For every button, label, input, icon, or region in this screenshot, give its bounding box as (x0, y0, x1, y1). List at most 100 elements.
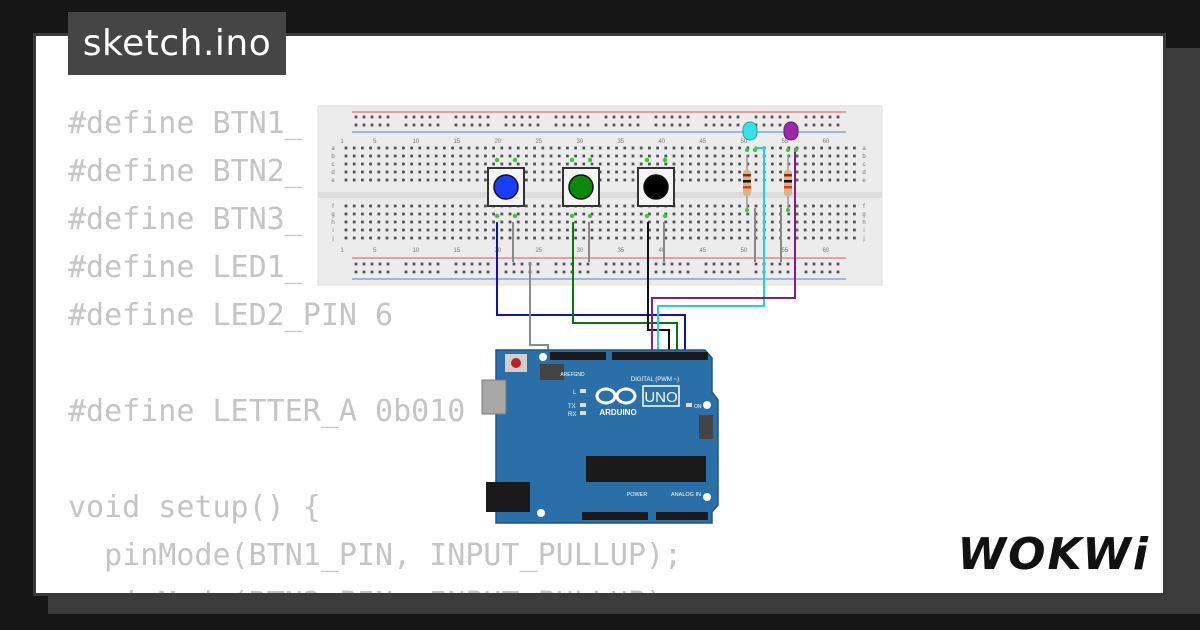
breadboard-column-label: 45 (699, 139, 706, 145)
led-led1[interactable] (742, 121, 758, 152)
arduino-wordmark: ARDUINO (599, 408, 636, 417)
arduino-uno-board[interactable]: UNO ARDUINO DIGITAL (PWM ~) POWER ANALOG… (481, 349, 719, 524)
breadboard-row-label: e (331, 178, 335, 184)
arduino-logo-icon (595, 387, 637, 405)
breadboard-column-label: 15 (453, 248, 460, 254)
usb-port (481, 379, 507, 415)
analog-in-label: ANALOG IN (671, 492, 701, 498)
button-cap-black[interactable] (643, 174, 669, 200)
pushbutton-btn3[interactable] (637, 157, 675, 219)
breadboard-row-label: c (332, 162, 335, 168)
led-on-indicator (686, 403, 692, 407)
tx-label: TX (568, 404, 576, 410)
breadboard-row-label: h (862, 220, 865, 226)
code-line: #define LED2_PIN 6 (68, 298, 394, 333)
breadboard-column-label: 55 (781, 139, 788, 145)
icsp-header-2 (699, 415, 713, 439)
wire-green (572, 222, 678, 355)
resistor-led1 (743, 155, 751, 212)
reset-button[interactable] (511, 358, 521, 368)
code-line: #define LETTER_A 0b010 (68, 394, 466, 429)
breadboard-row-label: f (863, 204, 865, 210)
gnd-label: GND (573, 372, 585, 378)
wire-blue (496, 222, 686, 355)
uno-badge (642, 385, 680, 407)
breadboard-column-label: 20 (494, 248, 501, 254)
breadboard-column-label: 1 (340, 248, 344, 254)
led-l-indicator (580, 389, 586, 393)
header-digital-high (550, 352, 606, 360)
button-cap-blue[interactable] (493, 174, 519, 200)
power-label: POWER (627, 492, 648, 498)
code-line: #define BTN2_ (68, 154, 303, 189)
breadboard-column-label: 40 (658, 139, 665, 145)
led-led2[interactable] (783, 121, 799, 152)
power-jack (486, 482, 530, 512)
wires (496, 147, 796, 355)
breadboard-column-label: 25 (535, 139, 542, 145)
icsp-header (540, 364, 564, 380)
code-line: pinMode(BTN1_PIN, INPUT_PULLUP); (68, 538, 683, 573)
breadboard-row-label: a (862, 146, 866, 152)
button-cap-green[interactable] (568, 174, 594, 200)
breadboard-column-label: 5 (373, 139, 377, 145)
breadboard-column-label: 60 (822, 139, 829, 145)
breadboard-column-label: 45 (699, 248, 706, 254)
breadboard-column-label: 35 (617, 248, 624, 254)
pushbutton-btn1[interactable] (487, 157, 525, 219)
mount-hole (537, 509, 545, 517)
resistor-led2 (784, 155, 792, 212)
code-line: pinMode(BTN2_PIN, INPUT_PULLUP); (68, 580, 682, 593)
uno-label: UNO (644, 389, 677, 406)
pushbutton-btn2[interactable] (562, 157, 600, 219)
code-line: void setup() { (68, 490, 321, 525)
breadboard-column-label: 55 (781, 248, 788, 254)
breadboard-row-label: b (331, 154, 335, 160)
breadboard-row-label: g (862, 212, 865, 218)
code-preview: #define BTN1_ #define BTN2_ #define BTN3_ #… (68, 100, 682, 593)
mount-hole (703, 401, 711, 409)
on-label: ON (694, 404, 702, 410)
breadboard-column-label: 35 (617, 139, 624, 145)
breadboard-column-label: 10 (412, 139, 419, 145)
breadboard-row-label: i (863, 228, 864, 234)
breadboard-column-label: 50 (740, 248, 747, 254)
wokwi-logo: WOKWi (957, 529, 1150, 580)
breadboard-row-label: h (331, 220, 334, 226)
breadboard-row-label: d (862, 170, 865, 176)
breadboard-row-label: a (331, 146, 335, 152)
wire-cyan (657, 147, 765, 355)
breadboard-row-label: d (331, 170, 334, 176)
breadboard-column-label: 60 (822, 248, 829, 254)
breadboard-column-label: 10 (412, 248, 419, 254)
mount-hole (703, 493, 711, 501)
wire-purple (651, 148, 796, 355)
breadboard-row-label: b (862, 154, 866, 160)
digital-label: DIGITAL (PWM ~) (631, 377, 679, 383)
l-label: L (573, 390, 577, 396)
breadboard-column-label: 50 (740, 139, 747, 145)
code-line: #define BTN1_ (68, 106, 303, 141)
header-analog (656, 512, 708, 520)
breadboard-column-label: 20 (494, 139, 501, 145)
header-power (582, 512, 648, 520)
breadboard-row-label: g (331, 212, 334, 218)
rx-label: RX (568, 412, 576, 418)
breadboard-row-label: j (862, 236, 864, 242)
header-digital-low (612, 352, 708, 360)
breadboard-column-label: 25 (535, 248, 542, 254)
breadboard-column-label: 15 (453, 139, 460, 145)
led-rx-indicator (580, 411, 586, 415)
code-line: #define BTN3_ (68, 202, 303, 237)
breadboard-row-label: i (332, 228, 333, 234)
breadboard-column-label: 30 (576, 248, 583, 254)
code-viewport: #define BTN1_ #define BTN2_ #define BTN3_ #… (36, 36, 1163, 593)
atmega-chip (586, 456, 706, 482)
aref-label: AREF (560, 372, 573, 378)
breadboard-row-label: c (863, 162, 866, 168)
code-line: #define LED1_ (68, 250, 303, 285)
